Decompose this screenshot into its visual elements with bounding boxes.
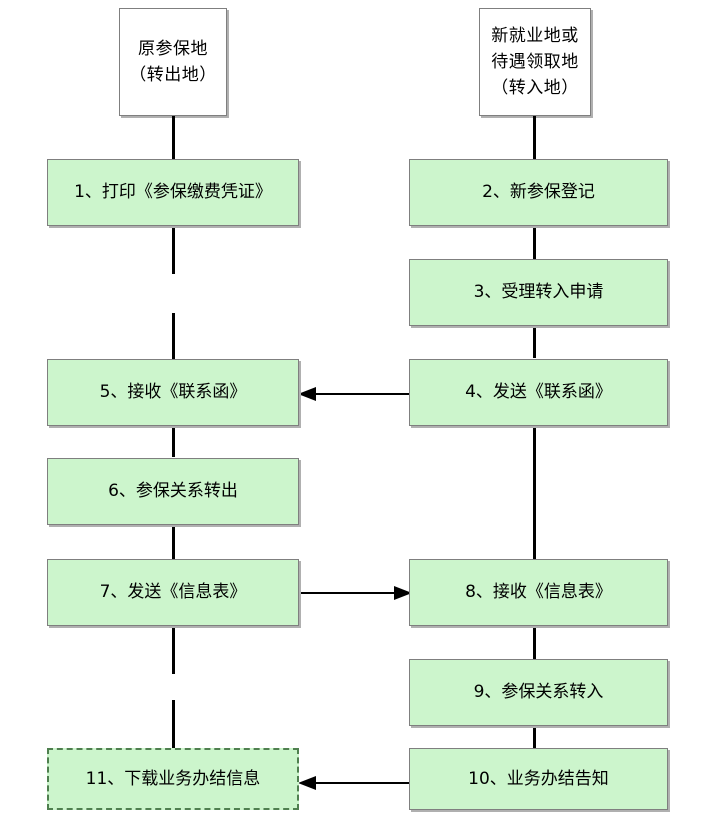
process-node-step-9-label: 9、参保关系转入	[473, 682, 604, 702]
connector-step9-to-step10	[533, 726, 536, 748]
process-node-step-5-label: 5、接收《联系函》	[99, 382, 247, 402]
lane-header-origin-line-2: （转出地）	[129, 65, 217, 85]
process-node-step-11-label: 11、下载业务办结信息	[85, 768, 261, 789]
process-node-step-7[interactable]: 7、发送《信息表》	[47, 559, 299, 626]
lane-header-origin: 原参保地 （转出地）	[119, 8, 227, 116]
arrow-step4-to-step5	[296, 385, 414, 403]
process-node-step-1-label: 1、打印《参保缴费凭证》	[74, 182, 272, 202]
lane-header-origin-line-1: 原参保地	[138, 39, 208, 59]
process-node-step-10[interactable]: 10、业务办结告知	[409, 748, 668, 810]
connector-step3-to-step4	[533, 325, 536, 358]
connector-step6-to-step7	[172, 526, 175, 559]
process-node-step-7-label: 7、发送《信息表》	[99, 582, 247, 602]
process-node-step-2-label: 2、新参保登记	[482, 182, 595, 202]
connector-step7-to-step11-dash-2	[172, 700, 175, 748]
process-node-step-1[interactable]: 1、打印《参保缴费凭证》	[47, 159, 299, 226]
lane-header-destination-line-3: （转入地）	[491, 78, 579, 98]
connector-step8-to-step9	[533, 626, 536, 659]
lane-header-destination: 新就业地或 待遇领取地 （转入地）	[479, 8, 591, 116]
process-node-step-6-label: 6、参保关系转出	[108, 481, 238, 501]
process-node-step-10-label: 10、业务办结告知	[468, 768, 609, 789]
process-node-step-3-label: 3、受理转入申请	[473, 282, 604, 302]
connector-origin-header-to-step1	[172, 116, 175, 159]
connector-step7-to-step11-dash-1	[172, 626, 175, 674]
connector-step5-to-step6	[172, 425, 175, 457]
process-node-step-3[interactable]: 3、受理转入申请	[409, 259, 668, 326]
process-node-step-2[interactable]: 2、新参保登记	[409, 159, 668, 226]
lane-header-destination-line-1: 新就业地或	[491, 26, 579, 46]
arrow-step10-to-step11	[296, 774, 414, 792]
connector-step1-to-step5-dash-1	[172, 226, 175, 274]
connector-step1-to-step5-dash-2	[172, 313, 175, 360]
process-node-step-8[interactable]: 8、接收《信息表》	[409, 559, 668, 626]
process-node-step-9[interactable]: 9、参保关系转入	[409, 659, 668, 726]
connector-destination-header-to-step2	[533, 116, 536, 159]
process-node-step-8-label: 8、接收《信息表》	[465, 582, 612, 602]
connector-step4-to-step8	[533, 425, 536, 559]
process-node-step-11[interactable]: 11、下载业务办结信息	[47, 748, 299, 810]
process-node-step-4-label: 4、发送《联系函》	[465, 382, 612, 402]
process-node-step-5[interactable]: 5、接收《联系函》	[47, 359, 299, 426]
connector-step2-to-step3	[533, 226, 536, 259]
arrow-step7-to-step8	[298, 584, 414, 602]
process-node-step-4[interactable]: 4、发送《联系函》	[409, 359, 668, 426]
lane-header-destination-line-2: 待遇领取地	[491, 52, 579, 72]
process-node-step-6[interactable]: 6、参保关系转出	[47, 458, 299, 525]
